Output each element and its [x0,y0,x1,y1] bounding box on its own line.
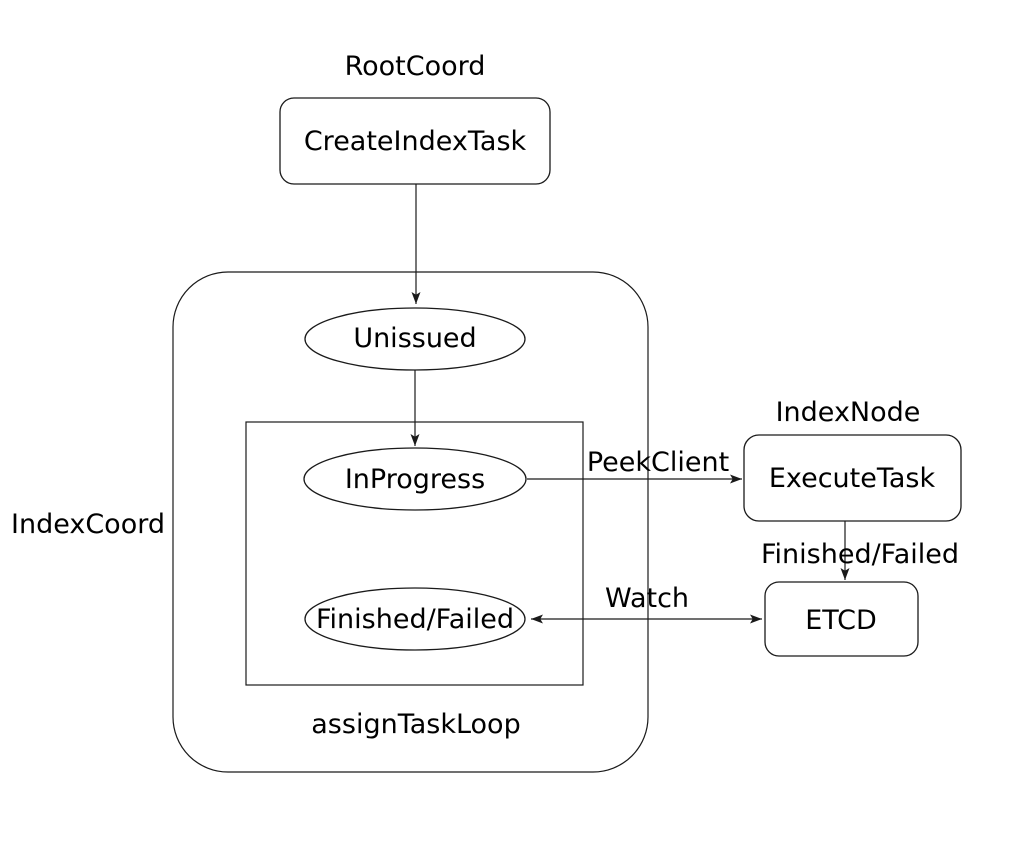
index-coord-label: IndexCoord [11,509,165,540]
in-progress-label: InProgress [345,464,485,495]
etcd-node [764,581,919,657]
execute-task-label: ExecuteTask [769,463,936,494]
assign-task-loop-label: assignTaskLoop [311,709,520,740]
root-coord-label: RootCoord [345,51,486,82]
unissued-state-node [304,307,526,371]
create-index-task-label: CreateIndexTask [304,126,527,157]
finished-failed-state-node [304,587,526,651]
watch-edge-label: Watch [605,583,689,614]
execute-task-node [743,434,962,522]
unissued-label: Unissued [353,323,476,354]
in-progress-state-node [303,447,527,511]
index-coord-container [172,271,649,773]
finished-failed-edge-label: Finished/Failed [761,539,959,570]
create-index-task-node [279,97,551,185]
finished-failed-label: Finished/Failed [316,604,514,635]
peek-client-edge-label: PeekClient [587,447,729,478]
etcd-label: ETCD [805,605,877,636]
index-node-label: IndexNode [776,397,921,428]
